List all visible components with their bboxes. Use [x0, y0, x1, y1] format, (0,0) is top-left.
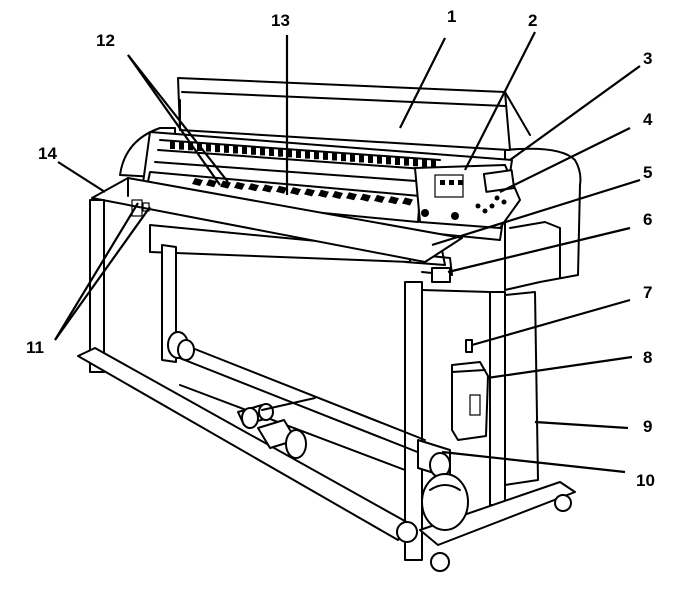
leader-11a: [54, 202, 139, 341]
comb-tooth: [422, 158, 427, 167]
comb-tooth: [350, 153, 355, 162]
pinch-roller: [290, 187, 301, 196]
leader-14: [57, 161, 106, 193]
pinch-roller: [346, 192, 357, 201]
callout-1: 1: [447, 7, 456, 26]
comb-tooth: [206, 143, 211, 152]
callout-8: 8: [643, 348, 652, 367]
callout-5: 5: [643, 163, 652, 182]
comb-tooth: [296, 149, 301, 158]
callout-13: 13: [271, 11, 290, 30]
comb-tooth: [179, 141, 184, 150]
comb-tooth: [377, 155, 382, 164]
comb-tooth: [404, 157, 409, 166]
callout-6: 6: [643, 210, 652, 229]
pinch-roller: [402, 197, 413, 206]
comb-tooth: [314, 151, 319, 160]
comb-tooth: [224, 144, 229, 153]
comb-tooth: [278, 148, 283, 157]
stand-frame: [77, 177, 576, 572]
callout-9: 9: [643, 417, 652, 436]
pinch-roller: [192, 178, 203, 186]
comb-tooth: [287, 149, 292, 158]
callout-7: 7: [643, 283, 652, 302]
comb-tooth: [188, 142, 193, 151]
comb-tooth: [395, 157, 400, 165]
comb-tooth: [242, 146, 247, 155]
callout-10: 10: [636, 471, 655, 490]
comb-tooth: [323, 151, 328, 160]
pinch-roller: [234, 181, 245, 190]
comb-tooth: [233, 145, 238, 154]
comb-tooth: [251, 146, 256, 155]
pinch-roller: [388, 196, 399, 205]
control-panel: [414, 164, 521, 229]
pinch-roller: [360, 193, 371, 202]
side-attachments: [431, 267, 489, 441]
pinch-roller: [220, 180, 231, 189]
pinch-roller: [248, 183, 259, 192]
comb-tooth: [260, 147, 265, 156]
leader-10: [441, 450, 626, 474]
leader-11b: [54, 206, 151, 341]
comb-tooth: [359, 154, 364, 163]
comb-tooth: [413, 158, 418, 167]
callout-3: 3: [643, 49, 652, 68]
comb-tooth: [269, 148, 274, 157]
pinch-roller: [304, 188, 315, 197]
comb-tooth: [368, 155, 373, 164]
callout-12: 12: [96, 31, 115, 50]
callout-2: 2: [528, 11, 537, 30]
roller-marks: [192, 178, 413, 206]
comb-tooth: [170, 141, 175, 149]
pinch-rollers: [144, 171, 421, 223]
pinch-roller: [332, 191, 343, 199]
leader-2: [464, 31, 536, 171]
callout-14: 14: [38, 144, 57, 163]
leader-9: [534, 420, 629, 430]
comb-tooth: [215, 144, 220, 153]
comb-tooth: [341, 153, 346, 162]
leader-3: [509, 65, 641, 161]
comb-tooth: [332, 152, 337, 161]
comb-teeth: [170, 141, 436, 168]
pinch-roller: [374, 194, 385, 203]
leader-4: [499, 127, 631, 193]
leader-7: [471, 298, 631, 347]
comb-tooth: [431, 159, 436, 168]
pinch-roller: [262, 184, 273, 193]
leader-1: [399, 37, 446, 129]
comb-tooth: [386, 156, 391, 165]
leader-lines: [54, 31, 641, 474]
takeup-assembly: [167, 331, 469, 531]
callout-11: 11: [26, 338, 44, 357]
leader-12b: [127, 54, 229, 183]
callout-4: 4: [643, 110, 653, 129]
comb-tooth: [305, 150, 310, 159]
leader-5: [431, 178, 641, 247]
top-cover: [177, 77, 531, 151]
callout-labels: 1 2 3 4 5 6 7 8 9 10 11 12 13 14: [26, 7, 655, 490]
leader-8: [486, 355, 633, 380]
pinch-roller: [318, 189, 329, 198]
pinch-roller: [206, 179, 217, 188]
leader-6: [447, 226, 631, 274]
pinch-roller: [276, 185, 287, 194]
leader-12a: [127, 54, 221, 186]
